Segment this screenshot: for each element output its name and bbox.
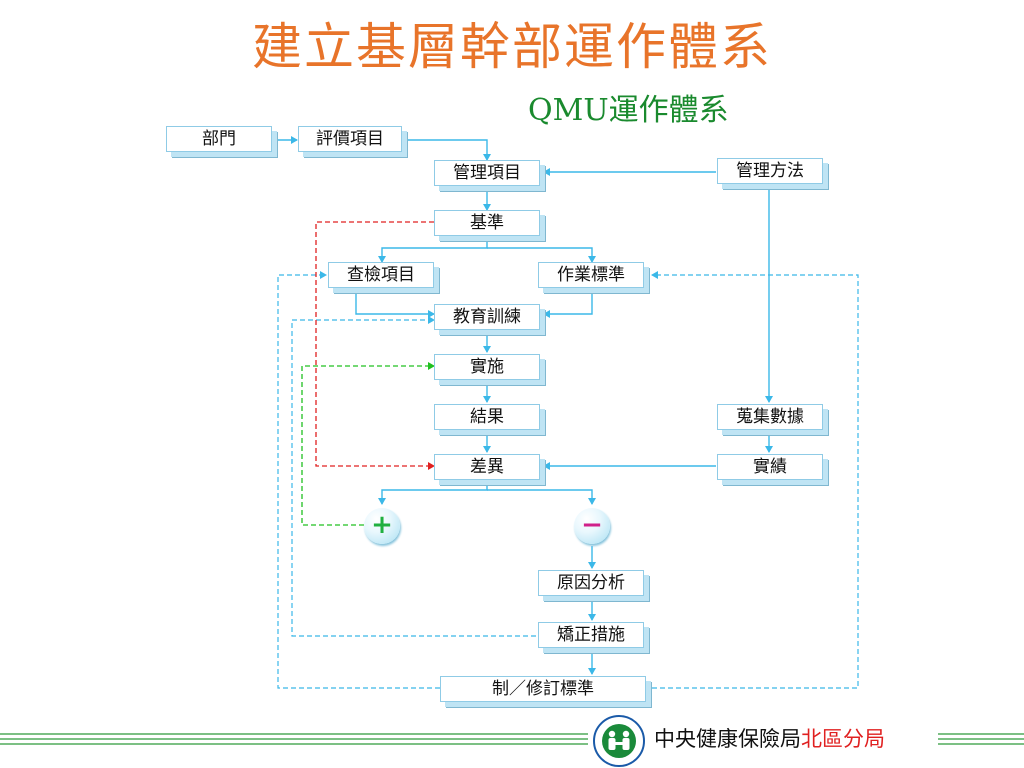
node-standard: 基準 (434, 210, 540, 236)
minus-sign-circle: − (574, 508, 610, 544)
node-training: 教育訓練 (434, 304, 540, 330)
node-dept: 部門 (166, 126, 272, 152)
feedback-standard-to-difference (315, 221, 435, 470)
feedback-revise-to-work-standard (651, 271, 859, 689)
node-difference: 差異 (434, 454, 540, 480)
node-correction: 矯正措施 (538, 622, 644, 648)
node-performance: 實績 (717, 454, 823, 480)
footer-org-name: 中央健康保險局 (654, 727, 801, 751)
footer-branch-name: 北區分局 (801, 727, 885, 751)
node-implementation: 實施 (434, 354, 540, 380)
node-inspection-items: 查檢項目 (328, 262, 434, 288)
nhi-logo-icon (593, 715, 645, 767)
arrow-standard-to-inspection (378, 238, 488, 263)
node-result: 結果 (434, 404, 540, 430)
arrow-eval-to-mgmt-items (406, 139, 491, 161)
node-mgmt-items: 管理項目 (434, 160, 540, 186)
node-mgmt-method: 管理方法 (717, 158, 823, 184)
arrow-work-standard-to-training (543, 290, 593, 318)
node-data-collection: 蒐集數據 (717, 404, 823, 430)
page-subtitle: QMU運作體系 (528, 93, 729, 128)
node-root-cause: 原因分析 (538, 570, 644, 596)
node-revise-standard: 制／修訂標準 (440, 676, 646, 702)
footer-lines (0, 733, 1024, 745)
feedback-revise-to-inspection (277, 271, 440, 689)
arrow-difference-to-minus (487, 489, 596, 505)
page-title: 建立基層幹部運作體系 (252, 18, 772, 76)
feedback-plus-to-implementation (301, 362, 435, 526)
arrow-difference-to-plus (378, 482, 488, 505)
arrow-standard-to-work-standard (487, 247, 596, 263)
node-work-standard: 作業標準 (538, 262, 644, 288)
node-eval-items: 評價項目 (298, 126, 402, 152)
feedback-correction-to-training (291, 316, 536, 637)
arrow-inspection-to-training (355, 290, 435, 318)
plus-sign-circle: + (364, 508, 400, 544)
footer-organization: 中央健康保險局北區分局 (654, 729, 885, 750)
